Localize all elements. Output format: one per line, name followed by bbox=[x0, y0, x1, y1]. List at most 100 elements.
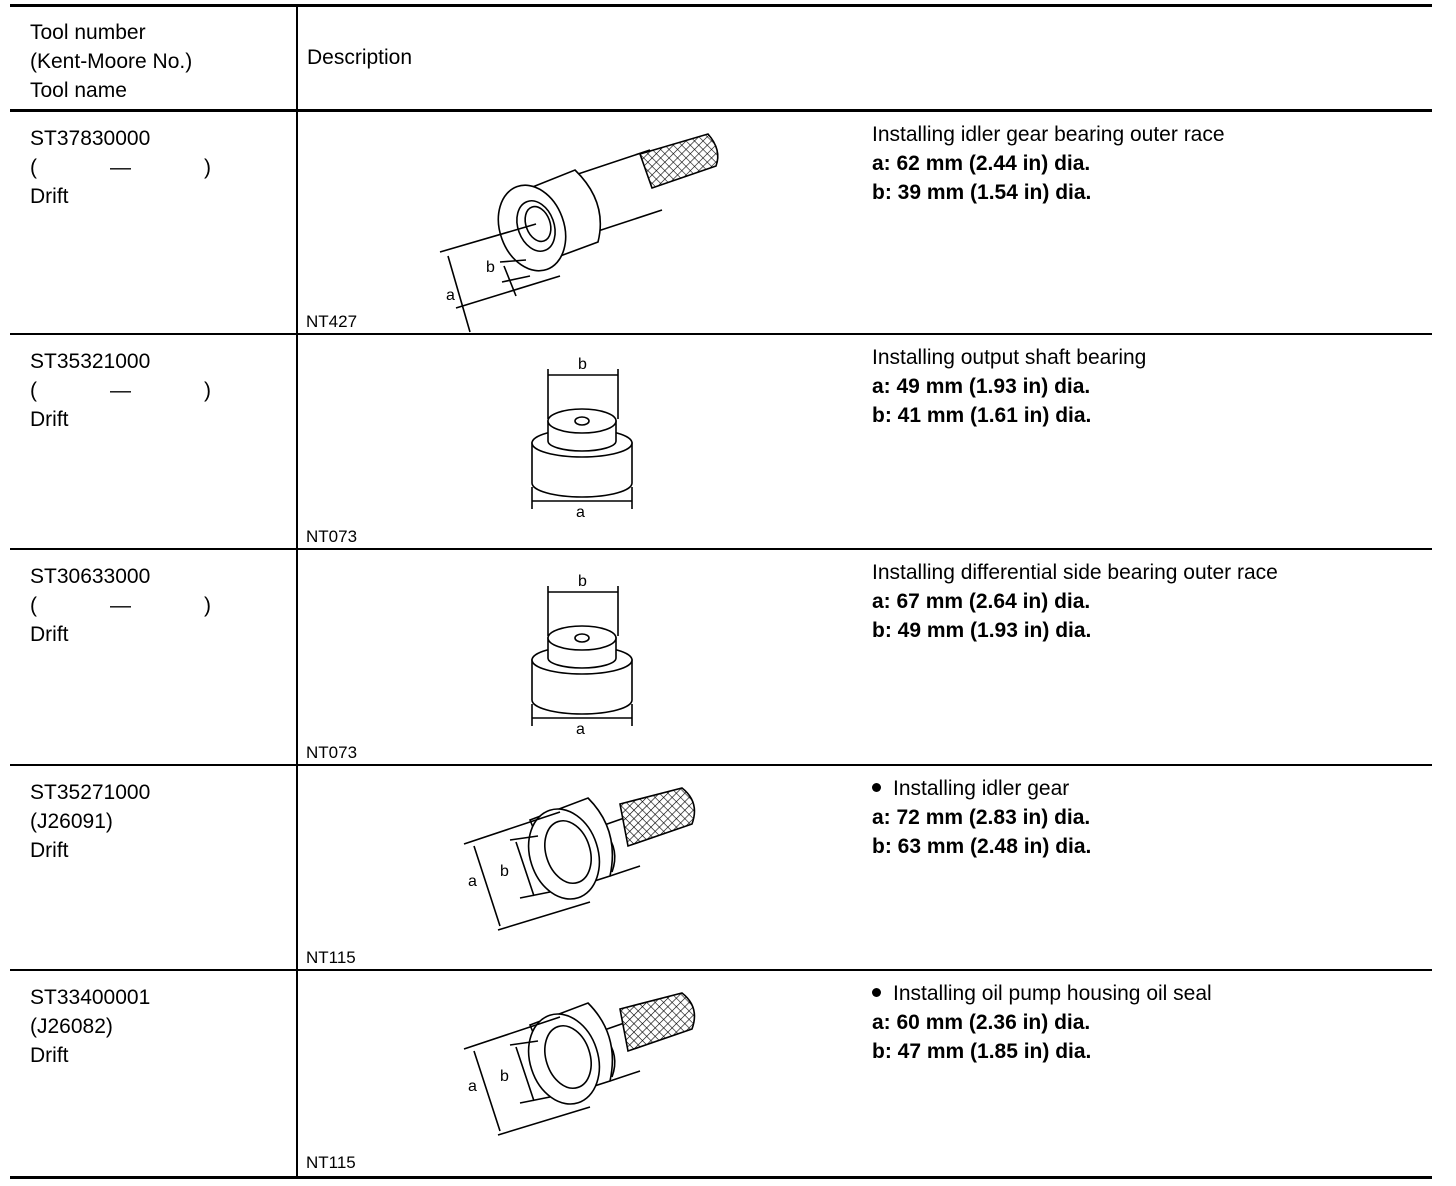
drift-illustration: b a bbox=[531, 573, 633, 738]
km-open-paren: ( bbox=[30, 156, 37, 179]
dimension-b bbox=[499, 259, 531, 297]
tool-number: ST33400001 bbox=[30, 986, 151, 1009]
tool-name: Drift bbox=[30, 1044, 69, 1067]
figure-code: NT073 bbox=[306, 743, 358, 762]
spec-b: b: 49 mm (1.93 in) dia. bbox=[872, 619, 1092, 642]
spec-a: a: 62 mm (2.44 in) dia. bbox=[872, 152, 1091, 175]
km-close-paren: ) bbox=[204, 379, 211, 402]
label-a: a bbox=[446, 287, 455, 304]
drift-bore-inner bbox=[524, 205, 552, 243]
drift-face bbox=[497, 184, 567, 272]
spec-b: b: 41 mm (1.61 in) dia. bbox=[872, 404, 1092, 427]
table-row: ST30633000 ( — ) Drift b a NT073 Inst bbox=[0, 550, 1456, 764]
drift-base bbox=[531, 659, 633, 715]
header-bottom-rule bbox=[10, 109, 1432, 112]
dimension-b bbox=[509, 1040, 551, 1104]
figure-code: NT115 bbox=[306, 948, 356, 967]
km-number: — bbox=[110, 594, 131, 617]
drift-bore bbox=[516, 200, 556, 252]
km-number: — bbox=[110, 156, 131, 179]
kent-moore-number: (J26082) bbox=[30, 1015, 113, 1038]
label-a: a bbox=[576, 721, 585, 738]
kent-moore-number: ( — ) bbox=[30, 376, 220, 405]
description: Installing oil pump housing oil seal a: … bbox=[872, 979, 1212, 1066]
tool-name: Drift bbox=[30, 185, 69, 208]
spec-b: b: 47 mm (1.85 in) dia. bbox=[872, 1040, 1092, 1063]
drift-bore bbox=[574, 633, 590, 643]
row-divider bbox=[10, 548, 1432, 550]
tool-name: Drift bbox=[30, 408, 69, 431]
km-open-paren: ( bbox=[30, 594, 37, 617]
description: Installing idler gear a: 72 mm (2.83 in)… bbox=[872, 774, 1091, 861]
knurled-grip bbox=[619, 992, 696, 1053]
bullet-icon bbox=[872, 988, 881, 997]
km-open-paren: ( bbox=[30, 379, 37, 402]
tool-number: ST35271000 bbox=[30, 781, 151, 804]
table-top-rule bbox=[10, 4, 1432, 7]
knurled-grip bbox=[619, 787, 696, 848]
row-divider bbox=[10, 764, 1432, 766]
drift-base bbox=[531, 442, 633, 498]
header-tool-column: Tool number (Kent-Moore No.) Tool name bbox=[30, 18, 192, 105]
tool-number: ST37830000 bbox=[30, 127, 151, 150]
drift-illustration: b a bbox=[531, 356, 633, 521]
table-row: ST33400001 (J26082) Drift a b NT115 Inst… bbox=[0, 971, 1456, 1176]
drift-illustration: a b bbox=[439, 133, 719, 333]
tool-info: ST33400001 (J26082) Drift bbox=[30, 983, 150, 1070]
tool-info: ST35321000 ( — ) Drift bbox=[30, 347, 220, 434]
figure-code: NT427 bbox=[306, 312, 358, 331]
description-text: Installing differential side bearing out… bbox=[872, 561, 1278, 584]
description: Installing differential side bearing out… bbox=[872, 558, 1278, 645]
row-divider bbox=[10, 969, 1432, 971]
tool-name: Drift bbox=[30, 623, 69, 646]
description-text: Installing output shaft bearing bbox=[872, 346, 1147, 369]
table-row: ST37830000 ( — ) Drift a b NT427 bbox=[0, 112, 1456, 333]
spec-a: a: 72 mm (2.83 in) dia. bbox=[872, 806, 1091, 829]
label-b: b bbox=[500, 863, 509, 880]
label-b: b bbox=[500, 1068, 509, 1085]
description-text: Installing oil pump housing oil seal bbox=[872, 979, 1212, 1008]
table-row: ST35271000 (J26091) Drift a b NT115 Inst… bbox=[0, 766, 1456, 969]
drift-bore bbox=[544, 1025, 592, 1089]
bullet-icon bbox=[872, 783, 881, 792]
kent-moore-number: ( — ) bbox=[30, 591, 220, 620]
description: Installing output shaft bearing a: 49 mm… bbox=[872, 343, 1146, 430]
label-a: a bbox=[468, 873, 477, 890]
dimension-a bbox=[439, 223, 561, 333]
km-close-paren: ) bbox=[204, 594, 211, 617]
column-divider bbox=[296, 4, 298, 1178]
row-divider bbox=[10, 333, 1432, 335]
knurled-grip bbox=[638, 133, 719, 190]
figure-code: NT115 bbox=[306, 1153, 356, 1172]
table-bottom-rule bbox=[10, 1176, 1432, 1179]
header-description-column: Description bbox=[307, 46, 413, 69]
km-number: — bbox=[110, 379, 131, 402]
handle-edge bbox=[609, 865, 641, 877]
header-line: (Kent-Moore No.) bbox=[30, 50, 193, 73]
header-line: Tool number bbox=[30, 21, 146, 44]
tool-info: ST30633000 ( — ) Drift bbox=[30, 562, 220, 649]
drift-bore bbox=[574, 416, 590, 426]
spec-a: a: 60 mm (2.36 in) dia. bbox=[872, 1011, 1091, 1034]
spec-b: b: 39 mm (1.54 in) dia. bbox=[872, 181, 1092, 204]
dimension-a bbox=[463, 811, 591, 931]
label-b: b bbox=[578, 356, 587, 373]
tool-info: ST35271000 (J26091) Drift bbox=[30, 778, 150, 865]
dimension-a bbox=[463, 1016, 591, 1136]
tool-number: ST35321000 bbox=[30, 350, 151, 373]
label-a: a bbox=[468, 1078, 477, 1095]
label-a: a bbox=[576, 504, 585, 521]
dimension-b bbox=[509, 835, 551, 899]
tool-name: Drift bbox=[30, 839, 69, 862]
drift-illustration: a b bbox=[463, 992, 696, 1136]
spec-b: b: 63 mm (2.48 in) dia. bbox=[872, 835, 1092, 858]
kent-moore-number: (J26091) bbox=[30, 810, 113, 833]
km-close-paren: ) bbox=[204, 156, 211, 179]
kent-moore-number: ( — ) bbox=[30, 153, 220, 182]
table-row: ST35321000 ( — ) Drift b a NT073 Inst bbox=[0, 335, 1456, 548]
handle-edge bbox=[594, 209, 663, 233]
label-b: b bbox=[578, 573, 587, 590]
spec-a: a: 49 mm (1.93 in) dia. bbox=[872, 375, 1091, 398]
drift-bore bbox=[544, 820, 592, 884]
